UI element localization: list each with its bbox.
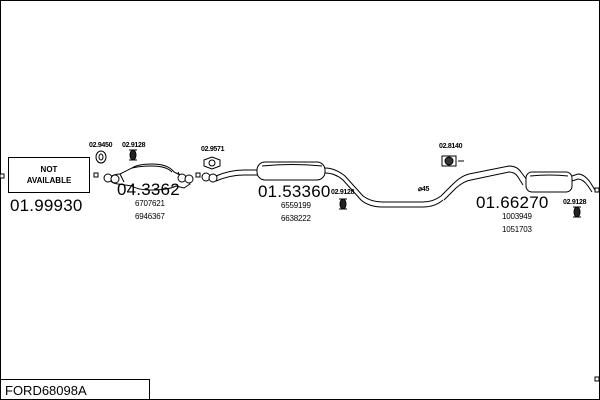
clamp-02-9128-c (573, 206, 581, 218)
front-flange-left (103, 173, 120, 184)
rubber-mount-02-8140 (441, 155, 464, 167)
accessory-label-02-9128-a: 02.9128 (122, 142, 146, 149)
middle-silencer-assembly (215, 161, 444, 208)
not-available-box: NOT AVAILABLE (8, 157, 90, 193)
middle-silencer-body (256, 161, 326, 181)
part-number-rear-silencer: 01.66270 (476, 193, 549, 212)
not-available-line-1: NOT (40, 165, 58, 174)
clamp-02-9128-b (339, 198, 347, 210)
diagram-code-box: FORD68098A (0, 379, 150, 400)
not-available-line-2: AVAILABLE (26, 176, 72, 185)
accessory-label-02-9128-c: 02.9128 (563, 199, 587, 206)
link-marker-2 (195, 172, 201, 178)
ref-middle-1: 6559199 (281, 201, 311, 210)
left-edge-marker (0, 173, 5, 179)
flange-before-pipe (201, 172, 218, 183)
gasket-02-9450 (95, 150, 107, 164)
accessory-label-02-9571: 02.9571 (201, 146, 225, 153)
part-number-front-pipe: 01.99930 (10, 196, 83, 215)
clamp-02-9128-a (129, 149, 137, 161)
rear-silencer-body (525, 171, 573, 193)
gasket-02-9571 (203, 156, 221, 170)
bottom-edge-marker (594, 376, 600, 382)
front-flange-right (177, 173, 194, 184)
catalytic-converter (107, 163, 191, 191)
ref-catalytic-1: 6707621 (135, 199, 165, 208)
rear-pipe (440, 165, 528, 201)
ref-rear-2: 1051703 (502, 225, 532, 234)
rear-silencer (525, 171, 596, 193)
right-edge-marker (594, 187, 600, 193)
accessory-label-02-9128-b: 02.9128 (331, 189, 355, 196)
accessory-label-02-8140: 02.8140 (439, 143, 463, 150)
accessory-label-02-9450: 02.9450 (89, 142, 113, 149)
ref-middle-2: 6638222 (281, 214, 311, 223)
part-number-catalytic: 04.3362 (117, 180, 180, 199)
pipe-diameter-label: ⌀45 (418, 186, 430, 193)
ref-catalytic-2: 6946367 (135, 212, 165, 221)
part-number-middle-silencer: 01.53360 (258, 182, 331, 201)
link-marker-1 (93, 172, 99, 178)
diagram-code: FORD68098A (5, 383, 87, 398)
ref-rear-1: 1003949 (502, 212, 532, 221)
